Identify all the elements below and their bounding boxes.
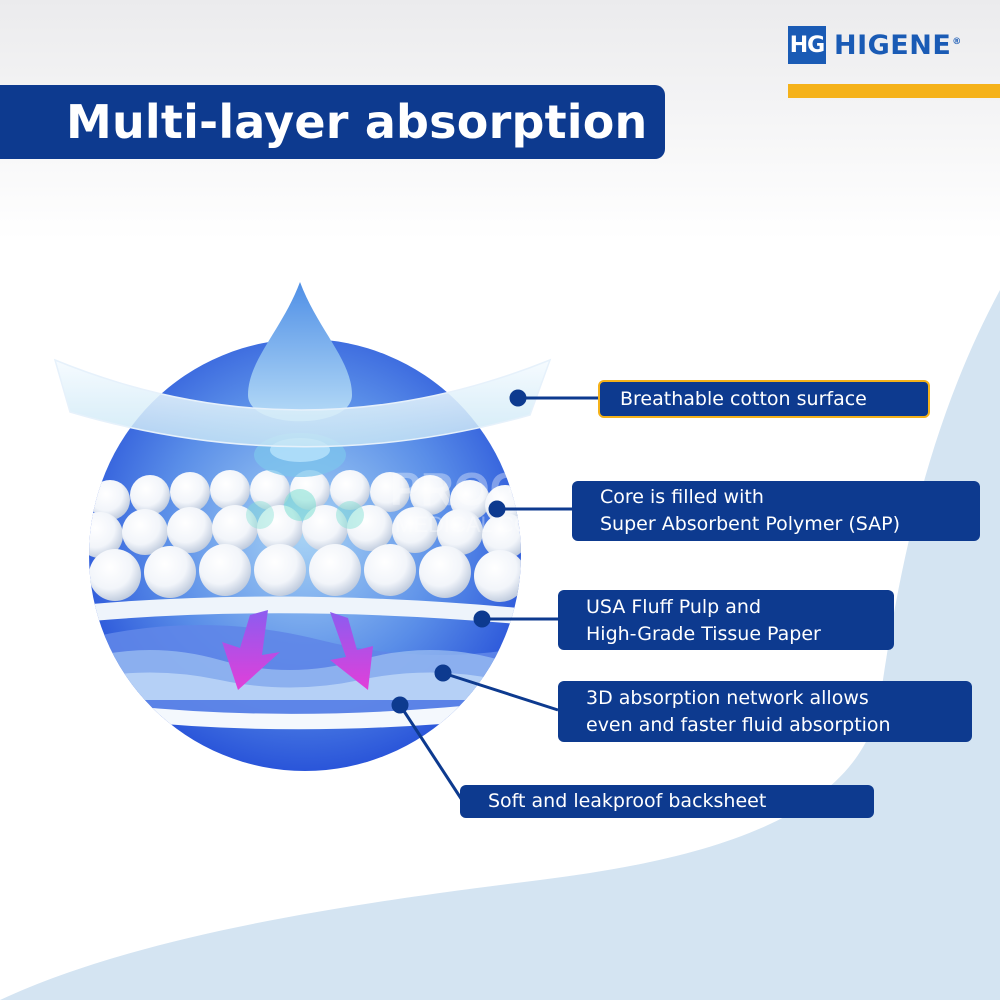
callout-line: USA Fluff Pulp and [586, 596, 762, 618]
page-title: Multi-layer absorption [66, 95, 648, 149]
callout-line: High-Grade Tissue Paper [586, 623, 821, 645]
callout-3d-network: 3D absorption network allows even and fa… [558, 681, 972, 742]
cotton-surface-layer [53, 358, 552, 448]
callout-line: 3D absorption network allows [586, 687, 869, 709]
callout-line: even and faster fluid absorption [586, 714, 891, 736]
brand-name-text: HIGENE [834, 29, 952, 61]
callout-line: Super Absorbent Polymer (SAP) [600, 513, 901, 535]
leader-lines [391, 389, 600, 801]
callout-backsheet: Soft and leakproof backsheet [460, 785, 874, 818]
backsheet-layer [89, 695, 521, 730]
callout-cotton-surface: Breathable cotton surface [598, 380, 930, 418]
title-banner: Multi-layer absorption [0, 85, 665, 159]
callout-line: Soft and leakproof backsheet [488, 790, 767, 812]
sap-pearls [89, 470, 521, 602]
tissue-layer [89, 596, 521, 628]
callout-sap-core: Core is filled with Super Absorbent Poly… [572, 481, 980, 541]
brand-accent-bar [788, 84, 1000, 98]
water-drop-icon [248, 282, 352, 422]
logo-mark-icon: HG [788, 26, 826, 64]
callout-line: Core is filled with [600, 486, 764, 508]
brand-logo: HG HIGENE® [788, 26, 962, 64]
flow-arrow-icon [222, 610, 373, 690]
registered-mark: ® [952, 36, 962, 47]
brand-name: HIGENE® [834, 30, 962, 61]
callout-line: Breathable cotton surface [620, 388, 867, 410]
callout-fluff-pulp: USA Fluff Pulp and High-Grade Tissue Pap… [558, 590, 894, 650]
watermark-subtext: MEDICAL CO. [395, 512, 537, 537]
